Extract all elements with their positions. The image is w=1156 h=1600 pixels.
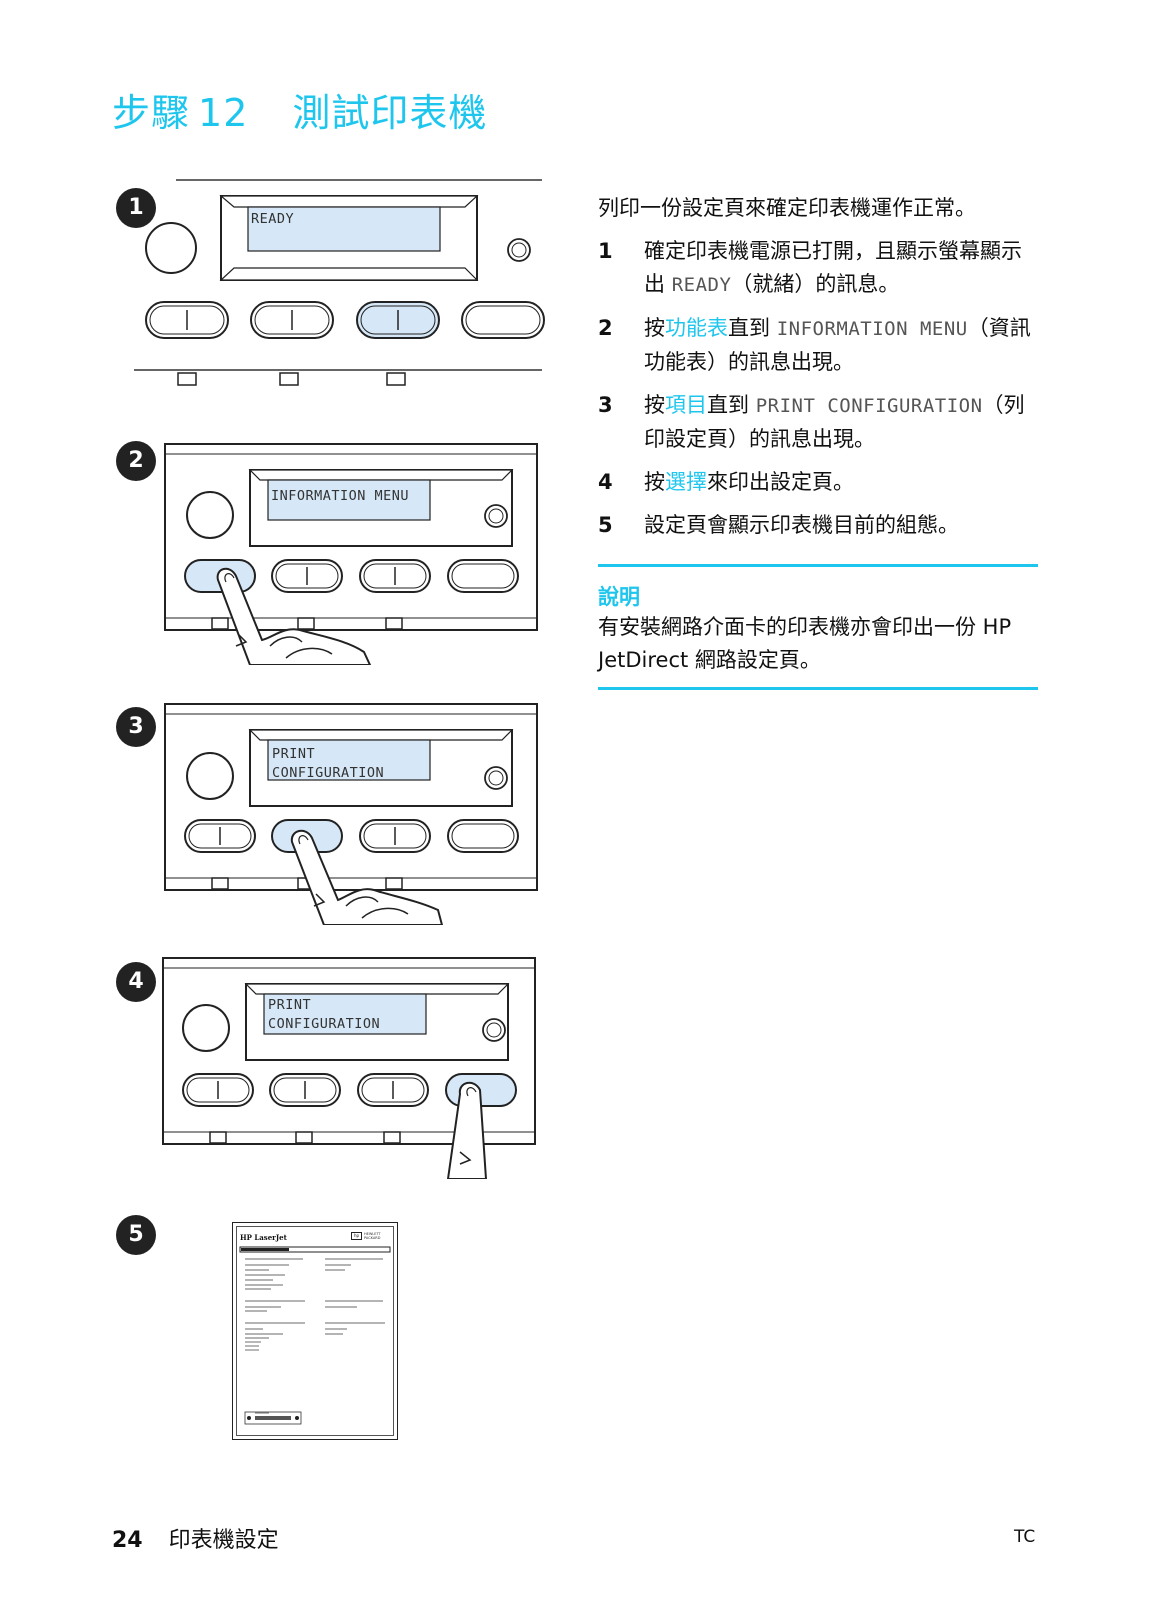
step-text-part: （就緒）的訊息。 [731,272,900,296]
lcd-message-code: READY [671,274,732,296]
step-text-part: 來印出設定頁。 [707,470,854,494]
step-2: 2 按功能表直到 INFORMATION MENU（資訊功能表）的訊息出現。 [598,312,1038,379]
step-text: 確定印表機電源已打開，且顯示螢幕顯示出 READY（就緒）的訊息。 [644,235,1038,302]
step-text: 按功能表直到 INFORMATION MENU（資訊功能表）的訊息出現。 [644,312,1038,379]
step-badge-4: 4 [116,962,156,1002]
step-text-part: 按 [644,316,665,340]
step-text-part: （資訊功能表）的訊息出現。 [644,316,1031,374]
step-number: 1 [598,239,613,263]
page-number: 24 [112,1528,143,1553]
hp-logo: hp HEWLETT PACKARD [351,1232,386,1240]
control-panel-figure-2 [164,443,538,665]
lcd-text-print-line1: PRINT [268,997,312,1013]
config-page-brand: HP LaserJet [240,1233,287,1242]
step-badge-5: 5 [116,1215,156,1255]
footer-left: 24 印表機設定 [112,1522,279,1554]
title-prefix: 步驟 [112,91,191,135]
step-1: 1 確定印表機電源已打開，且顯示螢幕顯示出 READY（就緒）的訊息。 [598,235,1038,302]
step-badge-1: 1 [116,188,156,228]
step-3: 3 按項目直到 PRINT CONFIGURATION（列印設定頁）的訊息出現。 [598,389,1038,456]
hp-logo-text: HEWLETT PACKARD [364,1232,381,1240]
step-text: 按選擇來印出設定頁。 [644,466,1038,499]
section-name: 印表機設定 [168,1528,279,1553]
step-text-part: 按 [644,470,665,494]
lcd-message-code: PRINT CONFIGURATION [755,395,983,417]
config-page-text-lines [239,1246,391,1425]
note-box: 說明 有安裝網路介面卡的印表機亦會印出一份 HP JetDirect 網路設定頁… [598,564,1038,690]
control-panel-figure-3 [164,703,538,925]
control-panel-figure-1 [134,179,545,386]
title-step-number: 12 [198,91,249,135]
note-heading: 說明 [598,585,640,609]
lcd-message-code: INFORMATION MENU [776,318,968,340]
hp-logo-icon: hp [351,1232,362,1240]
lcd-text-print-line1: PRINT [272,746,316,762]
lcd-text-configuration-line2: CONFIGURATION [272,765,385,781]
lcd-text-information-menu: INFORMATION MENU [271,488,410,504]
step-number: 2 [598,316,613,340]
lcd-text-ready: READY [251,211,295,227]
instructions-column: 列印一份設定頁來確定印表機運作正常。 1 確定印表機電源已打開，且顯示螢幕顯示出… [598,192,1038,690]
key-item-name: 項目 [665,393,707,417]
step-text: 設定頁會顯示印表機目前的組態。 [644,513,959,537]
step-text: 按項目直到 PRINT CONFIGURATION（列印設定頁）的訊息出現。 [644,389,1038,456]
step-text-part: （列印設定頁）的訊息出現。 [644,393,1025,451]
key-menu-name: 功能表 [665,316,728,340]
key-select-name: 選擇 [665,470,707,494]
step-text-part: 確定印表機電源已打開，且顯示螢幕顯示出 [644,239,1022,296]
step-number: 5 [598,513,613,537]
step-text-part: 按 [644,393,665,417]
configuration-page-thumbnail: HP LaserJet hp HEWLETT PACKARD [232,1222,398,1440]
title-text: 測試印表機 [292,91,488,135]
language-code: TC [1014,1527,1036,1547]
step-5: 5 設定頁會顯示印表機目前的組態。 [598,509,1038,542]
note-body: 有安裝網路介面卡的印表機亦會印出一份 HP JetDirect 網路設定頁。 [598,615,1012,672]
step-badge-2: 2 [116,441,156,481]
lcd-text-configuration-line2: CONFIGURATION [268,1016,381,1032]
step-badge-3: 3 [116,707,156,747]
step-number: 4 [598,470,613,494]
step-number: 3 [598,393,613,417]
step-text-part: 直到 [728,316,777,340]
control-panel-figure-4 [162,957,536,1179]
step-4: 4 按選擇來印出設定頁。 [598,466,1038,499]
step-text-part: 直到 [707,393,756,417]
intro-text: 列印一份設定頁來確定印表機運作正常。 [598,196,976,220]
